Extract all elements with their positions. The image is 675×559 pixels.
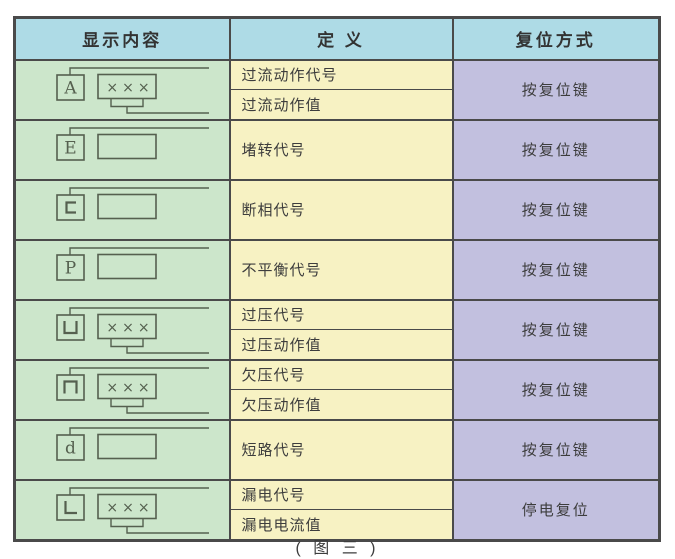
reset-cell: 按复位键 [451, 118, 661, 181]
svg-text:×××: ××× [106, 80, 153, 96]
definition-cell: 断相代号 [228, 178, 454, 241]
column-header-display: 显示内容 [13, 16, 231, 61]
table-row: 过压动作值 [15, 329, 660, 361]
reset-cell: 按复位键 [451, 418, 661, 481]
table-row: 过流动作值 [15, 89, 660, 121]
stall-display-icon: E [56, 126, 209, 161]
table-header: 显示内容 定 义 复位方式 [13, 16, 661, 61]
column-header-definition: 定 义 [228, 16, 454, 61]
leakage-display-icon: ××× [56, 486, 209, 534]
table-row: E 堵转代号按复位键 [13, 118, 661, 181]
definition-cell: 欠压动作值 [228, 389, 454, 421]
svg-text:A: A [63, 78, 77, 98]
short-circuit-display-icon: d [56, 426, 209, 461]
definition-cell: 过压动作值 [228, 329, 454, 361]
display-cell: E [13, 118, 231, 181]
definition-cell: 过流动作代号 [228, 58, 454, 90]
reset-cell: 停电复位 [451, 478, 661, 541]
definition-cell: 欠压代号 [228, 358, 454, 390]
reset-cell: 按复位键 [451, 238, 661, 301]
display-cell [13, 178, 231, 241]
phase-loss-display-icon [56, 186, 209, 221]
svg-text:×××: ××× [106, 380, 153, 396]
overcurrent-display-icon: A ××× [56, 66, 209, 114]
definition-cell: 不平衡代号 [228, 238, 454, 301]
figure-caption: ( 图 三 ) [295, 540, 380, 557]
table-row: 断相代号按复位键 [13, 178, 661, 241]
display-cell: ××× [13, 298, 231, 361]
overvoltage-display-icon: ××× [56, 306, 209, 354]
reset-cell: 按复位键 [451, 358, 661, 421]
table-row: ××× 过压代号按复位键 [13, 298, 661, 361]
table-row: d 短路代号按复位键 [13, 418, 661, 481]
unbalance-display-icon: P [56, 246, 209, 281]
header-row: 显示内容 定 义 复位方式 [13, 16, 661, 61]
table-row: A ××× 过流动作代号按复位键 [13, 58, 661, 121]
reset-cell: 按复位键 [451, 178, 661, 241]
table-row: P 不平衡代号按复位键 [13, 238, 661, 301]
table-row: ××× 漏电代号停电复位 [13, 478, 661, 541]
table-row: 漏电电流值 [15, 509, 660, 542]
definition-cell: 过压代号 [228, 298, 454, 330]
svg-text:×××: ××× [106, 320, 153, 336]
table-row: 欠压动作值 [15, 389, 660, 421]
definition-cell: 过流动作值 [228, 89, 454, 121]
svg-text:P: P [65, 258, 76, 278]
svg-text:×××: ××× [106, 500, 153, 516]
definition-cell: 漏电电流值 [228, 509, 454, 542]
display-cell: d [13, 418, 231, 481]
svg-text:d: d [65, 438, 76, 458]
display-cell: P [13, 238, 231, 301]
column-header-reset: 复位方式 [451, 16, 661, 61]
definition-cell: 短路代号 [228, 418, 454, 481]
reset-cell: 按复位键 [451, 58, 661, 121]
svg-text:E: E [64, 138, 76, 158]
definition-cell: 堵转代号 [228, 118, 454, 181]
display-cell: A ××× [13, 58, 231, 121]
display-cell: ××× [13, 358, 231, 421]
display-cell: ××× [13, 478, 231, 541]
table-row: ××× 欠压代号按复位键 [13, 358, 661, 421]
definition-cell: 漏电代号 [228, 478, 454, 511]
reset-cell: 按复位键 [451, 298, 661, 361]
undervoltage-display-icon: ××× [56, 366, 209, 414]
